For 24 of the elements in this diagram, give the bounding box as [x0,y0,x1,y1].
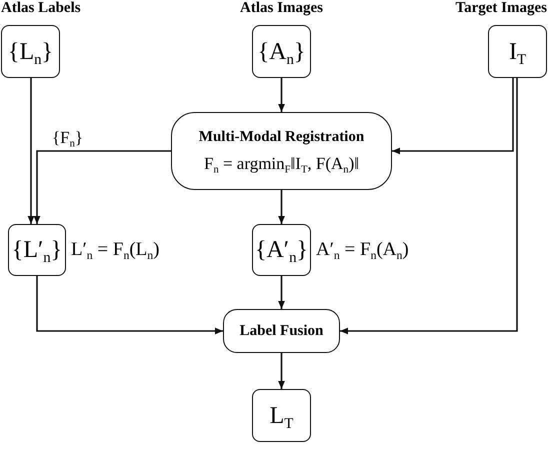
connector-arrow [278,353,285,389]
connector-arrow [340,78,518,334]
math-symbol: {A′$_{n}$} [254,236,308,264]
connector-arrow [392,78,514,154]
equation-text: A′$_{n}$ = F$_{n}$(A$_{n}$) [316,239,409,261]
math-symbol: L$_{T}$ [270,402,294,430]
box-title: Label Fusion [240,322,324,340]
math-symbol: {L′$_{n}$} [12,236,62,264]
math-symbol: I$_{T}$ [508,38,526,66]
math-symbol: {L$_{n}$} [8,38,54,66]
column-heading: Atlas Images [240,0,323,17]
column-heading: Atlas Labels [1,0,81,17]
connector-arrow [28,78,34,224]
connector-arrow [278,78,285,112]
box-title: Multi-Modal Registration [198,128,364,146]
column-heading: Target Images [455,0,547,17]
connector-arrow [36,276,223,334]
math-symbol: {A$_{n}$} [258,38,306,66]
equation-text: L′$_{n}$ = F$_{n}$(L$_{n}$) [71,239,160,261]
edge-label: {F$_{n}$} [52,128,84,148]
connector-arrow [278,190,285,224]
connector-arrow [34,150,171,224]
formula: F$_{n}$ = argmin$_{F}$‖I$_{T}$, F(A$_{n}$)‖ [204,154,359,174]
connector-arrow [278,276,285,309]
